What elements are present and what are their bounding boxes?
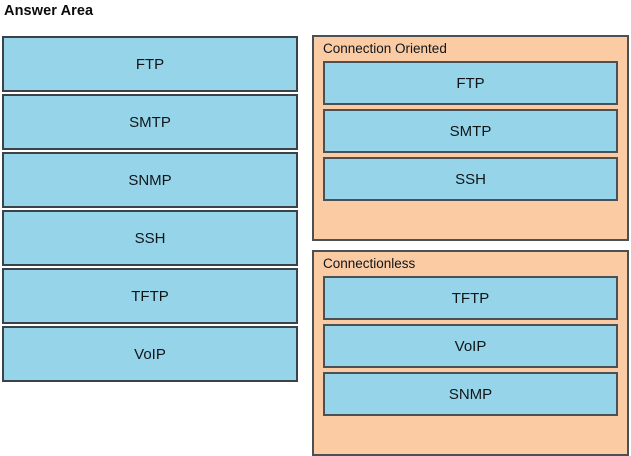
source-item-snmp[interactable]: SNMP (2, 152, 298, 208)
dropped-item-label: SNMP (448, 385, 493, 403)
page-title: Answer Area (4, 3, 94, 19)
category-panel-title: Connectionless (323, 256, 416, 271)
dropped-item-voip[interactable]: VoIP (323, 324, 618, 368)
category-panel-connectionless[interactable]: Connectionless TFTP VoIP SNMP (312, 250, 629, 456)
category-panel-list: Connection Oriented FTP SMTP SSH Connect… (312, 35, 629, 456)
source-item-tftp[interactable]: TFTP (2, 268, 298, 324)
category-panel-connection-oriented[interactable]: Connection Oriented FTP SMTP SSH (312, 35, 629, 241)
dropped-item-ssh[interactable]: SSH (323, 157, 618, 201)
dropped-item-label: FTP (456, 74, 485, 92)
source-item-smtp[interactable]: SMTP (2, 94, 298, 150)
source-item-label: TFTP (131, 287, 169, 305)
source-item-label: FTP (135, 55, 165, 73)
source-item-label: SSH (134, 229, 166, 247)
source-item-label: VoIP (134, 345, 166, 363)
dropped-item-label: VoIP (454, 337, 487, 355)
source-item-ftp[interactable]: FTP (2, 36, 298, 92)
dropped-item-label: SMTP (449, 122, 492, 140)
source-item-label: SMTP (129, 113, 171, 131)
dropped-item-label: SSH (455, 170, 486, 188)
source-item-label: SNMP (128, 171, 172, 189)
dropped-item-snmp[interactable]: SNMP (323, 372, 618, 416)
source-item-ssh[interactable]: SSH (2, 210, 298, 266)
source-item-voip[interactable]: VoIP (2, 326, 298, 382)
dropped-item-smtp[interactable]: SMTP (323, 109, 618, 153)
category-panel-title: Connection Oriented (323, 41, 447, 56)
draggable-protocol-list: FTP SMTP SNMP SSH TFTP VoIP (2, 36, 298, 384)
dropped-item-ftp[interactable]: FTP (323, 61, 618, 105)
dropped-item-label: TFTP (451, 289, 490, 307)
dropped-item-tftp[interactable]: TFTP (323, 276, 618, 320)
